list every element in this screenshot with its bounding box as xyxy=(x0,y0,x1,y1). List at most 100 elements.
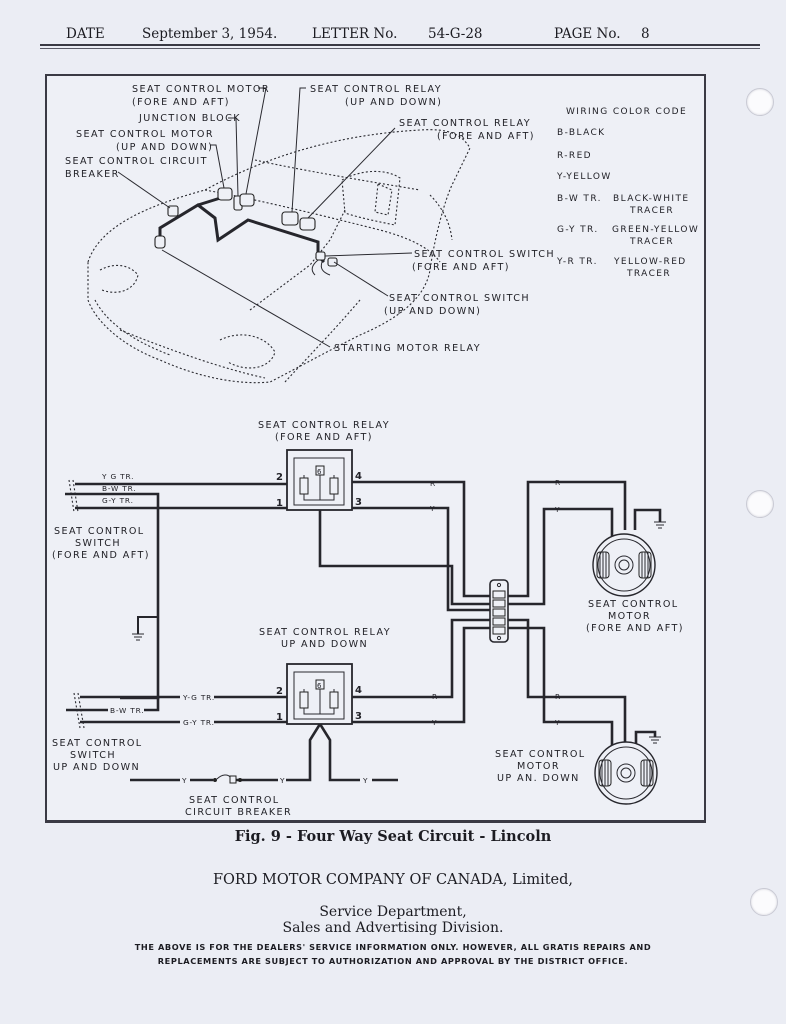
car-callouts: SEAT CONTROL MOTOR (FORE AND AFT) JUNCTI… xyxy=(65,84,555,354)
header-rule xyxy=(40,44,760,46)
wire-label-y: Y xyxy=(181,776,187,785)
wire-label-y: Y xyxy=(279,776,285,785)
wire-label-r: R xyxy=(432,692,438,701)
switch-connector-marks xyxy=(68,479,85,729)
callout-motor-fore-aft: SEAT CONTROL MOTOR xyxy=(132,84,270,95)
motor-fore-aft-symbol xyxy=(592,533,656,597)
callout-switch-fore-aft: SEAT CONTROL SWITCH xyxy=(414,249,555,260)
switch-fore-aft-wires xyxy=(65,480,490,700)
breaker-sublabel: CIRCUIT BREAKER xyxy=(185,807,292,818)
department-line: Service Department, xyxy=(319,904,467,920)
starting-motor-relay-part xyxy=(154,235,166,249)
header-rule-thin xyxy=(40,48,760,49)
callout-relay-up-down: SEAT CONTROL RELAY xyxy=(310,84,442,95)
callout-relay-fore-aft: SEAT CONTROL RELAY xyxy=(399,118,531,129)
relay-fore-aft-label: SEAT CONTROL RELAY xyxy=(258,420,390,431)
wire-label-r: R xyxy=(555,692,561,701)
relay-fore-aft-sublabel: (FORE AND AFT) xyxy=(275,432,373,443)
color-code-desc: YELLOW-RED xyxy=(613,257,687,267)
wire-label-bw: B-W TR. xyxy=(110,706,144,715)
ground-icon xyxy=(649,736,661,744)
date-value: September 3, 1954. xyxy=(142,26,278,42)
relay-terminal-6: 6 xyxy=(317,468,322,476)
color-code-entry: Y-R TR. xyxy=(556,257,598,267)
company-line: FORD MOTOR COMPANY OF CANADA, Limited, xyxy=(0,872,786,888)
motor-up-down-part xyxy=(217,187,233,201)
motor-up-down-sublabel: MOTOR xyxy=(517,761,560,772)
relay-ud-terminal-4: 4 xyxy=(355,685,362,696)
switch-up-down-sublabel: SWITCH xyxy=(70,750,116,761)
color-code-entry: B-W TR. xyxy=(557,194,602,204)
wire-label-y: Y xyxy=(554,718,560,727)
date-label: DATE xyxy=(66,26,105,42)
relay-terminal-6: 6 xyxy=(317,682,322,690)
wire-label-gy: G-Y TR. xyxy=(183,718,215,727)
color-code-entry: G-Y TR. xyxy=(557,225,599,235)
switch-up-down-label: SEAT CONTROL xyxy=(52,738,143,749)
relay-fore-aft-symbol: 6 xyxy=(286,449,353,511)
callout-relay-fore-aft-sub: (FORE AND AFT) xyxy=(437,131,535,142)
circuit-breaker-part xyxy=(167,205,179,217)
color-code-desc: TRACER xyxy=(629,237,674,247)
switch-up-down-part xyxy=(327,257,338,267)
division-line: Sales and Advertising Division. xyxy=(282,920,504,936)
switch-fore-aft-sublabel: (FORE AND AFT) xyxy=(52,550,150,561)
color-code-title: WIRING COLOR CODE xyxy=(566,107,687,117)
color-code-entry: R-RED xyxy=(557,151,592,161)
wiring-color-code: WIRING COLOR CODE B-BLACK R-RED Y-YELLOW… xyxy=(556,107,699,279)
switch-fore-aft-sublabel: SWITCH xyxy=(75,538,121,549)
motor-fore-aft-wires xyxy=(380,480,662,746)
disclaimer-line-1: THE ABOVE IS FOR THE DEALERS' SERVICE IN… xyxy=(134,942,652,952)
ground-icon xyxy=(654,521,666,529)
wire-label-gy: G-Y TR. xyxy=(102,496,134,505)
wire-label-r: R xyxy=(555,478,561,487)
company-suffix: Limited, xyxy=(512,872,574,888)
disclaimer-line-2: REPLACEMENTS ARE SUBJECT TO AUTHORIZATIO… xyxy=(157,956,629,966)
relay-fa-terminal-2: 2 xyxy=(276,472,283,483)
callout-starting-motor-relay: STARTING MOTOR RELAY xyxy=(334,343,481,354)
callout-motor-fore-aft-sub: (FORE AND AFT) xyxy=(132,97,230,108)
relay-ud-terminal-2: 2 xyxy=(276,686,283,697)
page-number: 8 xyxy=(641,26,650,42)
relay-fa-terminal-3: 3 xyxy=(355,497,362,508)
wire-label-r: R xyxy=(430,479,436,488)
motor-up-down-label: SEAT CONTROL xyxy=(495,749,586,760)
relay-fa-terminal-4: 4 xyxy=(355,471,362,482)
relay-ud-terminal-1: 1 xyxy=(276,712,283,723)
callout-relay-up-down-sub: (UP AND DOWN) xyxy=(345,97,442,108)
callout-motor-up-down-sub: (UP AND DOWN) xyxy=(116,142,213,153)
motor-up-down-symbol xyxy=(594,741,658,805)
callout-junction-block: JUNCTION BLOCK xyxy=(138,113,241,124)
motor-fore-aft-sublabel: MOTOR xyxy=(608,611,651,622)
callout-switch-up-down: SEAT CONTROL SWITCH xyxy=(389,293,530,304)
relay-ud-terminal-3: 3 xyxy=(355,711,362,722)
switch-fore-aft-label: SEAT CONTROL xyxy=(54,526,145,537)
wire-label-y: Y xyxy=(431,718,437,727)
color-code-desc: TRACER xyxy=(629,206,674,216)
callout-leaders xyxy=(117,87,413,348)
callout-circuit-breaker-sub: BREAKER xyxy=(65,169,120,180)
company-name: FORD MOTOR COMPANY OF CANADA, xyxy=(212,872,508,888)
motor-fore-aft-label: SEAT CONTROL xyxy=(588,599,679,610)
wire-label-y: Y xyxy=(554,505,560,514)
switch-up-down-sublabel: UP AND DOWN xyxy=(53,762,140,773)
letter-label: LETTER No. xyxy=(312,26,398,42)
letter-header: DATE September 3, 1954. LETTER No. 54-G-… xyxy=(0,26,786,46)
wire-label-bw: B-W TR. xyxy=(102,484,136,493)
punch-hole xyxy=(746,490,774,518)
color-code-entry: Y-YELLOW xyxy=(556,172,612,182)
figure-caption: Fig. 9 - Four Way Seat Circuit - Lincoln xyxy=(234,828,552,845)
color-code-desc: TRACER xyxy=(626,269,671,279)
callout-switch-up-down-sub: (UP AND DOWN) xyxy=(384,306,481,317)
relay-fa-terminal-1: 1 xyxy=(276,498,283,509)
relay-up-down-label: SEAT CONTROL RELAY xyxy=(259,627,391,638)
wire-label-y: Y xyxy=(362,776,368,785)
callout-circuit-breaker: SEAT CONTROL CIRCUIT xyxy=(65,156,208,167)
color-code-entry: B-BLACK xyxy=(557,128,605,138)
breaker-label: SEAT CONTROL xyxy=(189,795,280,806)
color-code-desc: GREEN-YELLOW xyxy=(612,225,699,235)
relay-up-down-sublabel: UP AND DOWN xyxy=(281,639,368,650)
motor-up-down-sublabel: UP AN. DOWN xyxy=(497,773,580,784)
relay-up-down-part xyxy=(281,211,299,226)
